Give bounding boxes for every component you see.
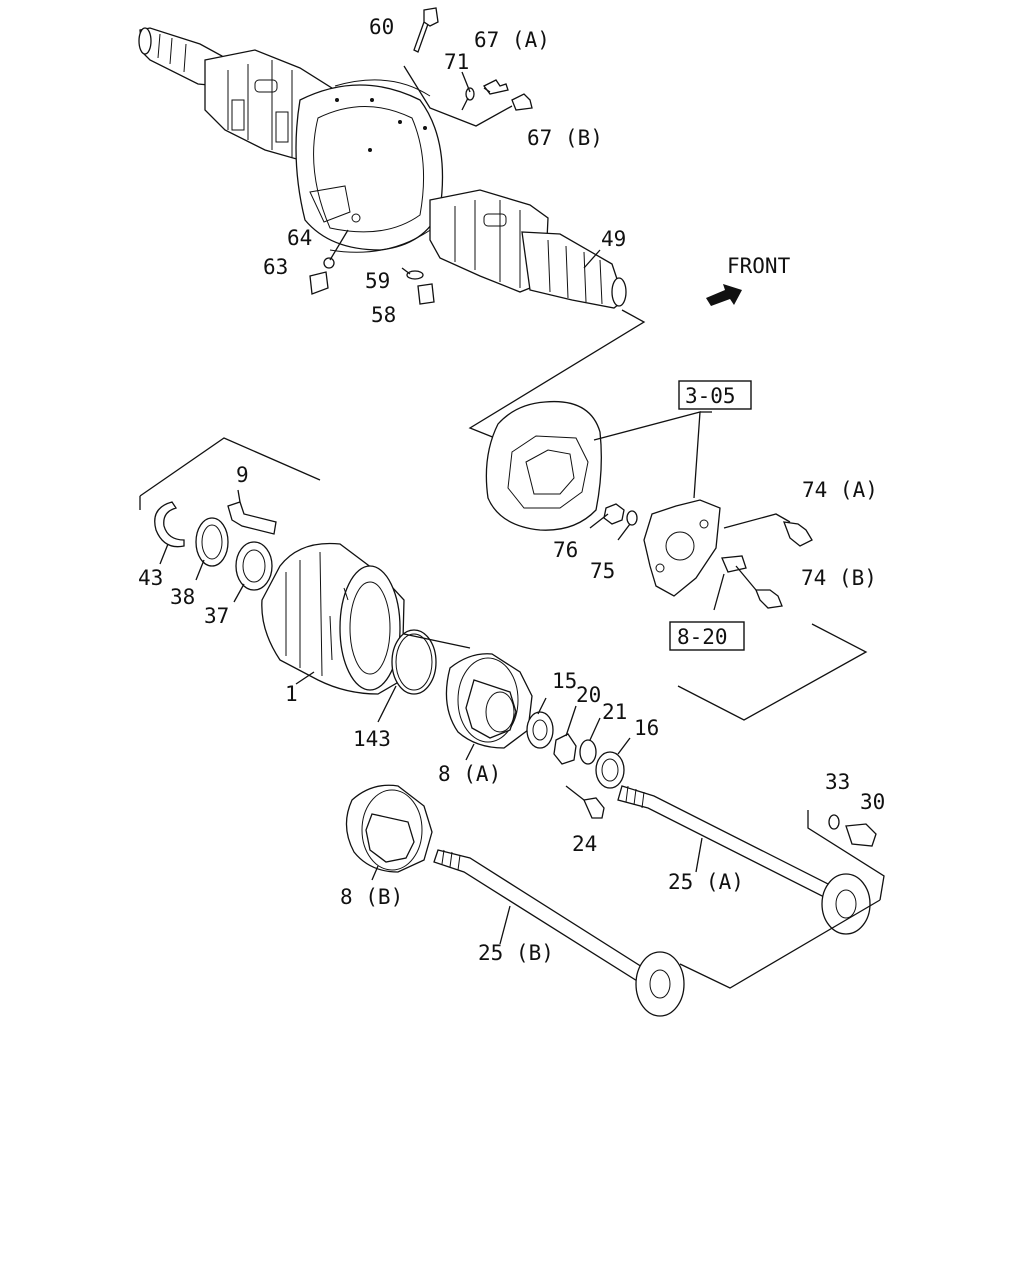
hub-8b [345,784,433,873]
clip-71-shape [465,87,475,101]
callout-33: 33 [825,770,850,794]
plug-63-shape [309,271,329,295]
brake-anchor-plate [643,499,747,597]
callout-49: 49 [601,227,626,251]
bolt-74a-shape [783,521,813,547]
seal-38-shape [195,517,229,567]
nut-20-shape [553,733,577,765]
bolt-74b-shape [755,589,783,609]
oring-143-shape [391,629,437,695]
callout-63: 63 [263,255,288,279]
callout-67b: 67 (B) [527,126,603,150]
plug-58-shape [417,283,435,305]
callout-24: 24 [572,832,597,856]
callout-43: 43 [138,566,163,590]
axle-housing [138,27,627,309]
shaft-fasteners [828,814,877,847]
ref-box-sensor[interactable]: 8-20 [669,621,745,651]
wheel-bolt-9-shape [227,501,277,535]
bolt-67a-shape [483,79,509,95]
callout-25a: 25 (A) [668,870,744,894]
callout-9: 9 [236,463,249,487]
callout-75: 75 [590,559,615,583]
callout-37: 37 [204,604,229,628]
seal-16-shape [595,751,625,789]
housing-leaders [329,65,646,441]
callout-30: 30 [860,790,885,814]
ref-label-brake: 3-05 [685,384,736,408]
front-arrow-icon [706,284,742,306]
callout-15: 15 [552,669,577,693]
shaft-leaders [371,810,885,989]
callout-8b: 8 (B) [340,885,403,909]
callout-67a: 67 (A) [474,28,550,52]
callout-76: 76 [553,538,578,562]
callouts: 60 67 (A) 71 67 (B) 64 63 59 58 49 9 43 … [138,15,885,965]
washer-64-shape [323,257,335,269]
axle-shaft-25a [617,785,871,935]
front-label: FRONT [727,254,791,278]
callout-16: 16 [634,716,659,740]
callout-64: 64 [287,226,312,250]
snap-ring-43-shape [154,501,185,548]
callout-1: 1 [285,682,298,706]
callout-25b: 25 (B) [478,941,554,965]
washer-59-shape [406,270,424,280]
callout-20: 20 [576,683,601,707]
drum-leaders [139,437,631,801]
callout-8a: 8 (A) [438,762,501,786]
callout-38: 38 [170,585,195,609]
brake-fasteners [603,503,813,609]
ref-box-brake[interactable]: 3-05 [678,380,752,410]
callout-143: 143 [353,727,391,751]
housing-small-parts [309,7,533,305]
callout-74a: 74 (A) [802,478,878,502]
bolt-24-shape [583,797,605,819]
front-indicator: FRONT [706,254,791,306]
ref-label-sensor: 8-20 [677,625,728,649]
callout-60: 60 [369,15,394,39]
breather-60-shape [413,7,439,53]
callout-58: 58 [371,303,396,327]
axle-shaft-25b [433,849,685,1017]
callout-59: 59 [365,269,390,293]
callout-21: 21 [602,700,627,724]
bearing-15-shape [526,711,554,749]
nut-76-shape [603,503,625,525]
washer-21-shape [579,739,597,765]
washer-75-shape [626,510,638,526]
callout-74b: 74 (B) [801,566,877,590]
washer-33-shape [828,814,840,830]
bolt-67b-shape [511,93,533,111]
bolt-30-shape [845,823,877,847]
bearing-37-shape [235,541,273,591]
drum-group [154,501,625,819]
brake-backing-plate [485,400,602,531]
callout-71: 71 [444,50,469,74]
brake-leaders [589,411,868,721]
